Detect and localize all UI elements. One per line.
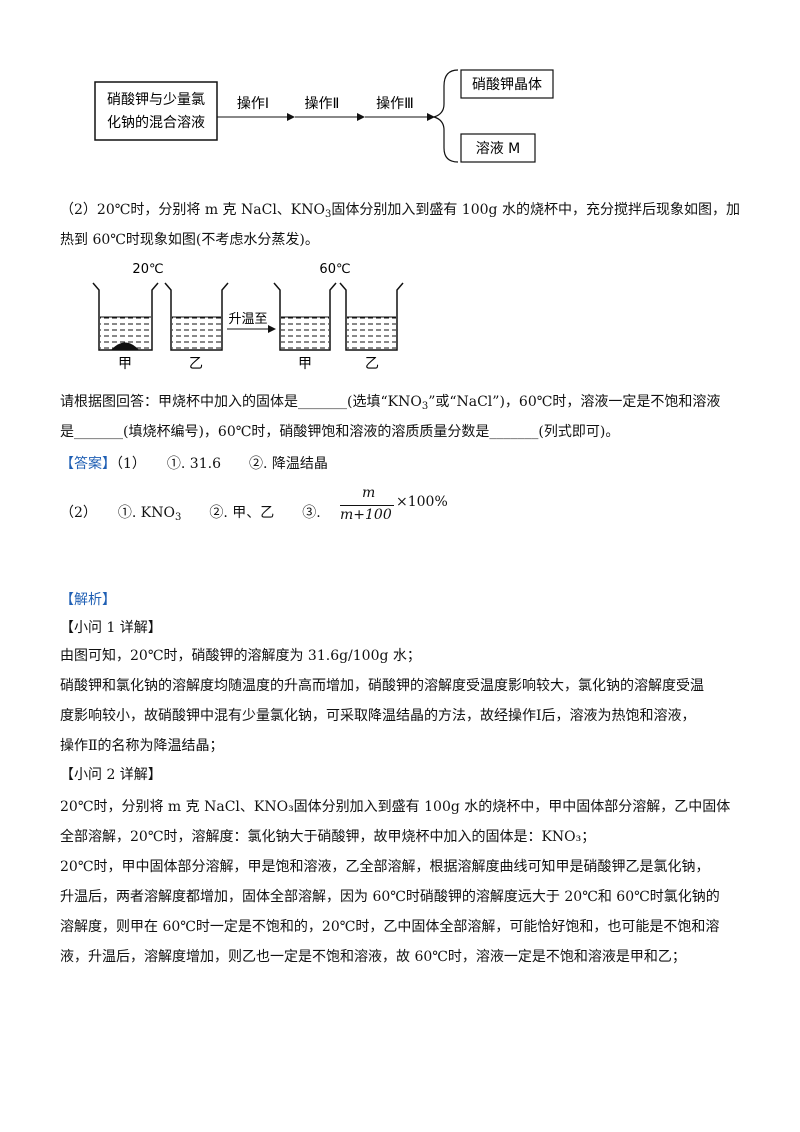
temp-left-label: 20℃ <box>132 262 163 277</box>
analysis-l3: 度影响较小，故硝酸钾中混有少量氯化钠，可采取降温结晶的方法，故经操作Ⅰ后，溶液为… <box>60 708 696 724</box>
beaker-label-3: 甲 <box>298 356 312 372</box>
q2-line2: 热到 60℃时现象如图(不考虑水分蒸发)。 <box>60 232 319 248</box>
beaker-jia-60 <box>273 282 337 351</box>
answer-line1: 【答案】（1） ①. 31.6 ②. 降温结晶 <box>60 456 328 472</box>
analysis-l4: 操作Ⅱ的名称为降温结晶； <box>60 738 224 754</box>
analysis-l5: 20℃时，分别将 m 克 NaCl、KNO₃固体分别加入到盛有 100g 水的烧… <box>60 799 731 815</box>
flow-op1-label: 操作Ⅰ <box>237 96 269 112</box>
flow-out2-label: 溶液 M <box>476 141 521 157</box>
beaker-label-4: 乙 <box>365 356 379 372</box>
flow-out1-box <box>460 69 554 99</box>
beaker-label-2: 乙 <box>189 356 203 372</box>
temp-right-label: 60℃ <box>319 262 350 277</box>
flow-op3-label: 操作Ⅲ <box>376 96 414 112</box>
flow-arrowhead-1 <box>287 113 295 121</box>
beaker-jia-20 <box>92 282 159 351</box>
beaker-label-1: 甲 <box>118 356 132 372</box>
analysis-l9: 溶解度，则甲在 60℃时一定是不饱和的，20℃时，乙中固体全部溶解，可能恰好饱和… <box>60 919 720 935</box>
flow-start-line1: 硝酸钾与少量氯 <box>107 92 205 108</box>
question-line2: 是_______(填烧杯编号)，60℃时，硝酸钾饱和溶液的溶质质量分数是____… <box>60 424 620 440</box>
flow-out2-box <box>460 133 536 163</box>
question-line1: 请根据图回答：甲烧杯中加入的固体是_______(选填“KNO3”或“NaCl”… <box>60 394 721 412</box>
analysis-l6: 全部溶解，20℃时，溶解度：氯化钠大于硝酸钾，故甲烧杯中加入的固体是：KNO₃； <box>60 829 596 845</box>
fraction-tail: ×100% <box>396 494 448 510</box>
flow-arrowhead-3 <box>427 113 435 121</box>
analysis-l8: 升温后，两者溶解度都增加，固体全部溶解，因为 60℃时硝酸钾的溶解度远大于 20… <box>60 889 720 905</box>
arrow-label: 升温至 <box>228 312 267 327</box>
beaker-diagram: 20℃ 60℃ 升温至 甲 乙 甲 乙 <box>92 262 404 372</box>
flow-out1-label: 硝酸钾晶体 <box>472 77 542 93</box>
analysis-l1: 由图可知，20℃时，硝酸钾的溶解度为 31.6g/100g 水； <box>60 648 421 664</box>
answer-line2: （2） ①. KNO3 ②. 甲、乙 ③. <box>60 505 321 523</box>
fraction-bar <box>340 505 394 506</box>
flow-start-box <box>94 81 218 141</box>
q2-line1: （2）20℃时，分别将 m 克 NaCl、KNO3固体分别加入到盛有 100g … <box>60 202 740 220</box>
flow-brace <box>431 69 459 163</box>
analysis-l2: 硝酸钾和氯化钠的溶解度均随温度的升高而增加，硝酸钾的溶解度受温度影响较大，氯化钠… <box>60 678 704 694</box>
analysis-section1: 【小问 1 详解】 <box>60 620 162 636</box>
analysis-l10: 液，升温后，溶解度增加，则乙也一定是不饱和溶液，故 60℃时，溶液一定是不饱和溶… <box>60 949 686 965</box>
answer-tag: 【答案】 <box>60 456 116 472</box>
analysis-section2: 【小问 2 详解】 <box>60 767 162 783</box>
flow-start-line2: 化钠的混合溶液 <box>107 115 205 131</box>
flow-op2-label: 操作Ⅱ <box>305 96 340 112</box>
solid-residue <box>111 342 139 350</box>
analysis-l7: 20℃时，甲中固体部分溶解，甲是饱和溶液，乙全部溶解，根据溶解度曲线可知甲是硝酸… <box>60 859 710 875</box>
analysis-tag: 【解析】 <box>60 592 116 608</box>
flow-diagram: 硝酸钾与少量氯 化钠的混合溶液 操作Ⅰ 操作Ⅱ 操作Ⅲ 硝酸钾晶体 溶液 M <box>94 69 554 163</box>
fraction-numerator: m <box>362 485 376 501</box>
beaker-yi-20 <box>164 282 229 351</box>
flow-arrowhead-2 <box>357 113 365 121</box>
fraction-denominator: m+100 <box>340 507 392 523</box>
beaker-yi-60 <box>339 282 404 351</box>
